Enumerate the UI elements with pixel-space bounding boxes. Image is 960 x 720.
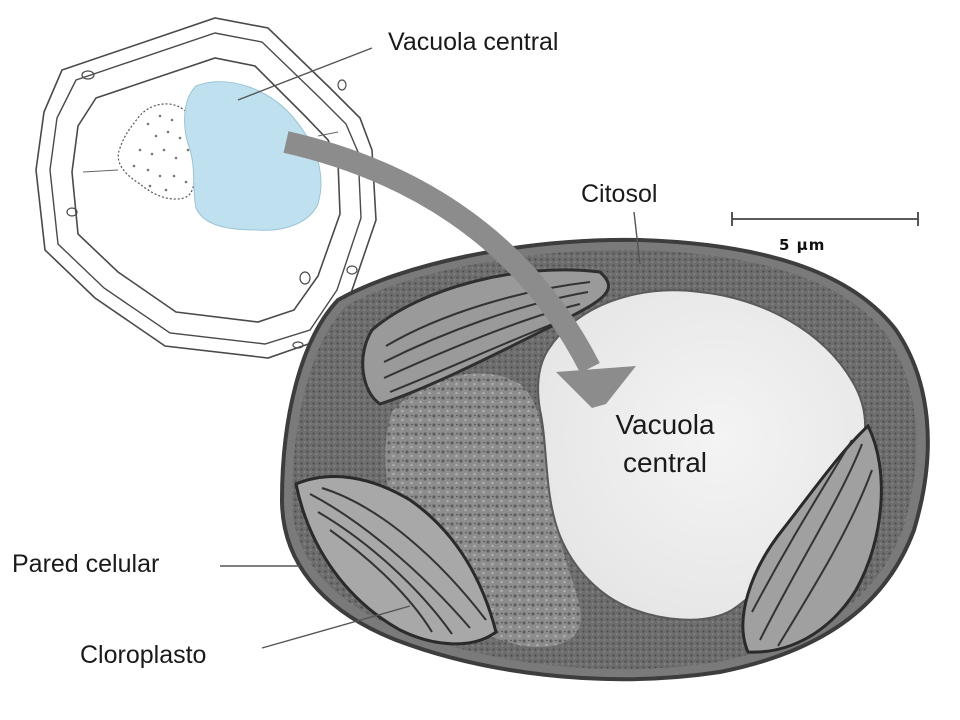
nucleus-dots xyxy=(132,114,190,192)
label-citosol: Citosol xyxy=(581,180,658,208)
electron-micrograph xyxy=(279,237,930,682)
micrograph-chloroplast xyxy=(741,423,883,654)
wall-organelle xyxy=(66,207,78,217)
label-vacuola-central-inner-line2: central xyxy=(622,447,708,478)
connecting-arrow xyxy=(283,131,636,408)
wall-organelle xyxy=(346,265,358,275)
central-vacuole-schematic xyxy=(184,81,322,231)
cell-schematic xyxy=(35,17,377,359)
wall-organelle xyxy=(292,341,304,349)
cytoplasmic-strand xyxy=(317,131,339,137)
label-pared-celular: Pared celular xyxy=(12,550,160,578)
scale-bar-label: 5 µm xyxy=(779,236,826,254)
leader-line-cloroplasto xyxy=(261,605,411,649)
wall-organelle xyxy=(299,271,311,285)
label-cloroplasto: Cloroplasto xyxy=(80,641,207,669)
leader-line-vacuola-top xyxy=(237,47,373,101)
label-vacuola-central-inner: Vacuola central xyxy=(600,406,730,482)
wall-organelle xyxy=(81,70,95,80)
leader-line-citosol xyxy=(633,211,641,265)
cytoplasmic-strand xyxy=(82,169,119,173)
scale-bar xyxy=(731,212,919,226)
label-vacuola-central-inner-line1: Vacuola xyxy=(615,409,715,440)
label-vacuola-central-top: Vacuola central xyxy=(388,28,559,56)
micrograph-chloroplast xyxy=(294,475,498,646)
nucleus xyxy=(117,103,199,200)
wall-organelle xyxy=(337,79,347,91)
